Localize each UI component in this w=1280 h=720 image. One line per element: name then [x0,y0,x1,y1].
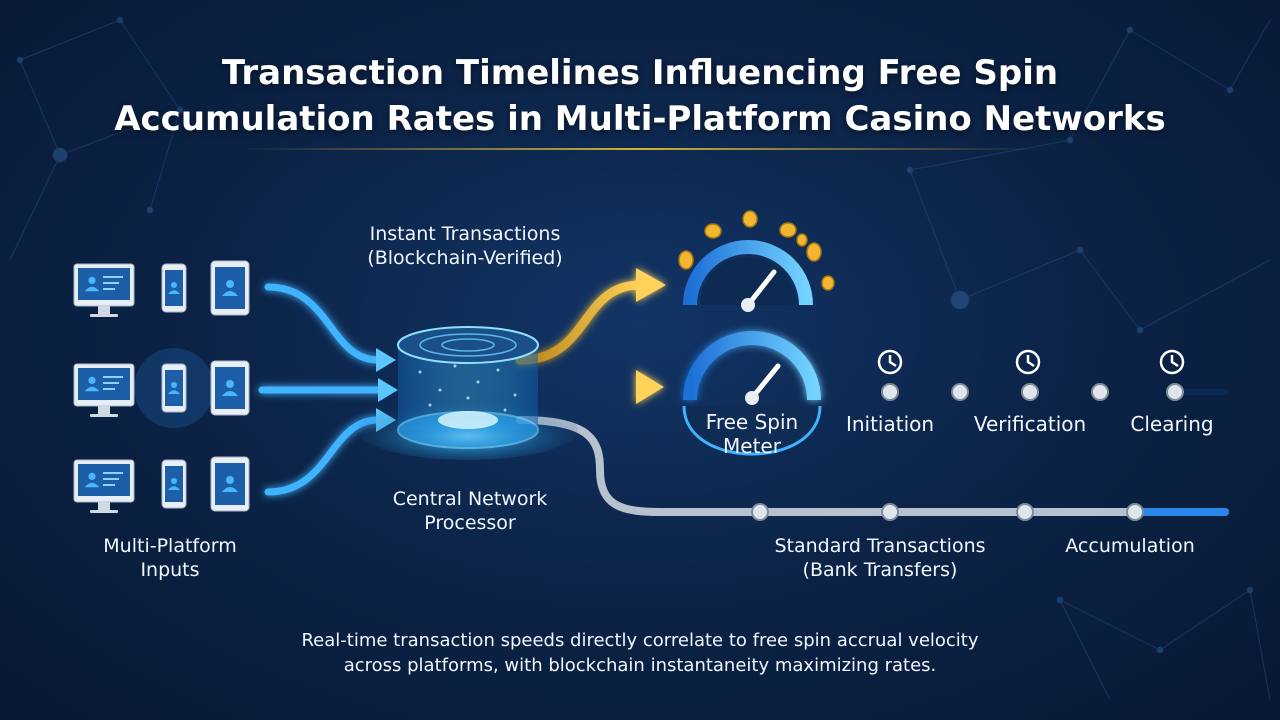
slow-node-4 [1126,503,1144,521]
stage-accumulation: Accumulation [1065,535,1195,557]
meter-label-line-2: Meter [723,434,781,458]
tablet-icon [210,260,250,316]
inputs-label-line-1: Multi-Platform [103,535,237,557]
tablet-icon [210,360,250,416]
instant-flow-arrows [515,268,666,404]
input-flow-arrows [258,283,384,496]
device-grid [73,260,250,513]
fast-node-3 [1021,383,1039,401]
meter-label-line-1: Free Spin [705,410,799,434]
footer-caption: Real-time transaction speeds directly co… [200,628,1080,678]
fast-node-4 [1091,383,1109,401]
title-line-1: Transaction Timelines Influencing Free S… [221,53,1059,93]
fast-node-1 [881,383,899,401]
clock-icon [877,349,903,375]
instant-label-line-2: (Blockchain-Verified) [367,247,563,269]
stage-clearing: Clearing [1130,412,1214,436]
free-spin-meter [682,331,822,456]
slow-node-1 [751,503,769,521]
phone-icon [161,263,187,313]
instant-gauge-icon [678,210,835,312]
background-network [9,16,1271,701]
stage-initiation: Initiation [845,412,935,436]
monitor-icon [73,263,135,317]
inputs-label-line-2: Inputs [140,559,200,581]
clock-icon [1015,349,1041,375]
standard-transactions-label: Standard Transactions (Bank Transfers) [750,534,1010,582]
fast-timeline [835,349,1230,401]
slow-node-2 [881,503,899,521]
fast-node-5 [1166,383,1184,401]
phone-icon [161,459,187,509]
fast-node-2 [951,383,969,401]
instant-arrow-upper [515,280,645,365]
monitor-icon [73,363,135,417]
processor-label-line-1: Central Network [392,488,548,510]
input-flow-top [264,283,382,364]
meter-label: Free Spin Meter [682,410,822,458]
processor-label: Central Network Processor [360,487,580,535]
clock-icons [877,349,1185,375]
standard-label-line-2: (Bank Transfers) [802,559,958,581]
processor-label-line-2: Processor [424,512,516,534]
slow-node-3 [1016,503,1034,521]
footer-line-1: Real-time transaction speeds directly co… [301,630,979,651]
tablet-icon [210,456,250,512]
page-title: Transaction Timelines Influencing Free S… [60,50,1220,142]
stage-verification: Verification [973,412,1087,436]
clock-icon [1159,349,1185,375]
monitor-icon [73,459,135,513]
footer-line-2: across platforms, with blockchain instan… [343,655,937,676]
instant-transactions-label: Instant Transactions (Blockchain-Verifie… [340,222,590,270]
inputs-label: Multi-Platform Inputs [70,534,270,582]
title-divider [240,148,1040,150]
central-processor [358,326,578,460]
phone-icon [161,363,187,413]
instant-label-line-1: Instant Transactions [369,223,561,245]
coins-icon [678,210,835,291]
title-line-2: Accumulation Rates in Multi-Platform Cas… [114,99,1166,139]
standard-label-line-1: Standard Transactions [774,535,986,557]
